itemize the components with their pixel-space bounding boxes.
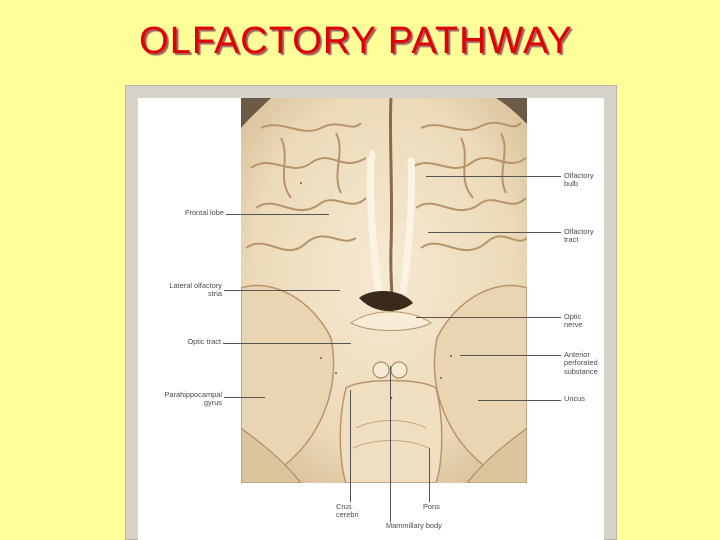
label-pons: Pons	[423, 502, 440, 511]
label-olfactory-bulb: Olfactory bulb	[564, 171, 594, 189]
figure-panel: Frontal lobe Lateral olfactory stria Opt…	[138, 98, 604, 540]
label-lateral-olfactory-stria: Lateral olfactory stria	[169, 281, 222, 299]
leader-optic-nerve	[416, 317, 561, 318]
label-olfactory-tract: Olfactory tract	[564, 227, 594, 245]
label-frontal-lobe: Frontal lobe	[184, 208, 224, 217]
leader-crus-cerebri	[350, 390, 351, 502]
leader-anterior-perforated-substance	[460, 355, 561, 356]
label-uncus: Uncus	[564, 394, 585, 403]
leader-pons	[429, 448, 430, 502]
label-parahippocampal-gyrus: Parahippocampal gyrus	[164, 390, 222, 408]
leader-optic-tract	[223, 343, 351, 344]
leader-mammillary-body	[390, 366, 391, 522]
label-crus-cerebri: Crus cerebri	[336, 502, 359, 520]
label-optic-tract: Optic tract	[187, 337, 221, 346]
leader-olfactory-bulb	[426, 176, 561, 177]
brain-inferior-view	[241, 98, 527, 483]
label-anterior-perforated-substance: Anterior perforated substance	[564, 350, 598, 376]
leader-uncus	[478, 400, 561, 401]
leader-lateral-olfactory-stria	[224, 290, 340, 291]
leader-olfactory-tract	[428, 232, 561, 233]
slide-title: OLFACTORY PATHWAY	[139, 20, 573, 62]
brain-photograph	[241, 98, 527, 483]
label-optic-nerve: Optic nerve	[564, 312, 583, 330]
figure-frame: Frontal lobe Lateral olfactory stria Opt…	[125, 85, 617, 540]
label-mammillary-body: Mammillary body	[386, 521, 442, 530]
leader-frontal-lobe	[226, 214, 329, 215]
leader-parahippocampal-gyrus	[224, 397, 265, 398]
